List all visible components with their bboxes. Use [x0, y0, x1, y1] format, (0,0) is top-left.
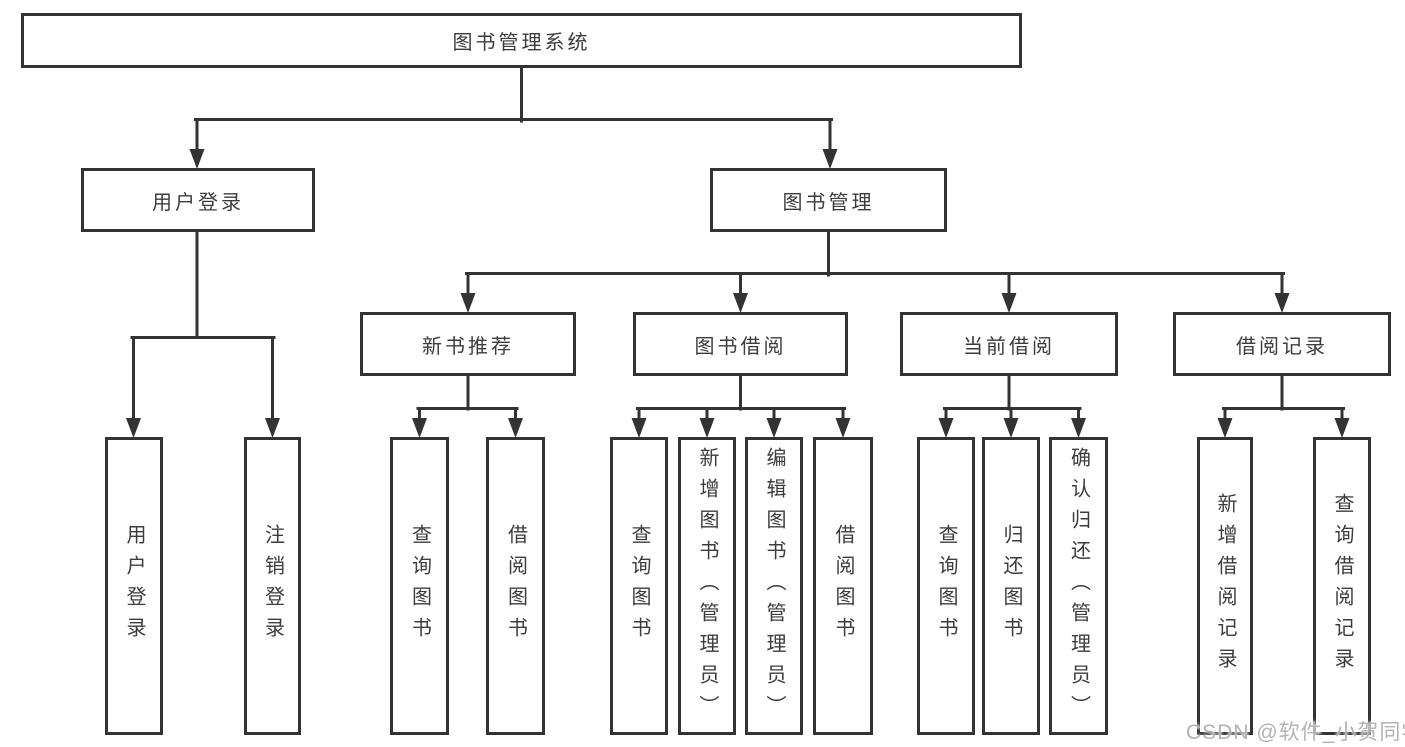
- node-library-system: 图书管理系统: [21, 13, 1022, 68]
- leaf-add-books-admin: 新增图书（管理员）: [678, 437, 736, 735]
- node-borrow-records: 借阅记录: [1173, 312, 1391, 376]
- node-book-borrow: 图书借阅: [633, 312, 848, 376]
- leaf-query-borrow-record: 查询借阅记录: [1313, 437, 1371, 735]
- node-user-login: 用户登录: [81, 168, 315, 232]
- node-new-book-recommend: 新书推荐: [360, 312, 576, 376]
- leaf-borrow-books-borrow: 借阅图书: [813, 437, 873, 735]
- leaf-query-books-recommend: 查询图书: [390, 437, 449, 735]
- leaf-query-books-current: 查询图书: [917, 437, 975, 735]
- leaf-add-borrow-record: 新增借阅记录: [1197, 437, 1253, 735]
- leaf-user-login: 用户登录: [105, 437, 163, 735]
- leaf-return-books: 归还图书: [982, 437, 1040, 735]
- csdn-watermark: CSDN @软件_小贺同学: [1186, 721, 1405, 744]
- leaf-confirm-return-admin: 确认归还（管理员）: [1049, 437, 1108, 735]
- leaf-query-books-borrow: 查询图书: [610, 437, 668, 735]
- leaf-edit-books-admin: 编辑图书（管理员）: [745, 437, 803, 735]
- leaf-logout-login: 注销登录: [244, 437, 301, 735]
- leaf-borrow-books-recommend: 借阅图书: [486, 437, 545, 735]
- node-current-borrow: 当前借阅: [900, 312, 1118, 376]
- node-book-management: 图书管理: [710, 168, 947, 232]
